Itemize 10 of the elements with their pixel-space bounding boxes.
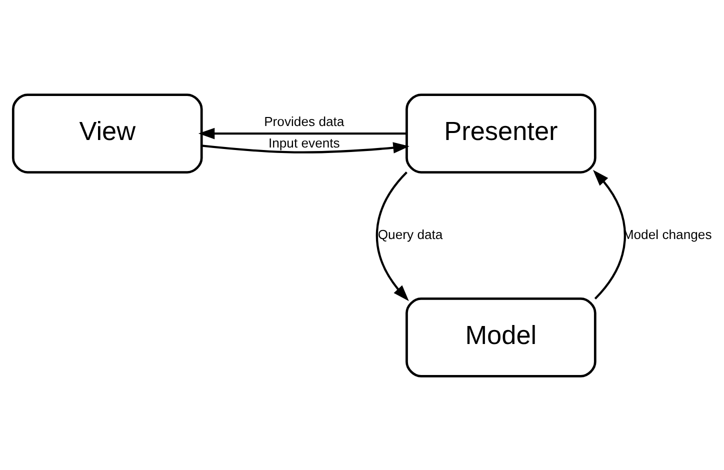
node-box: View	[12, 93, 203, 173]
node-box: Presenter	[406, 93, 596, 173]
arrow	[376, 171, 409, 301]
edge-label: Query data	[378, 226, 443, 242]
arrow	[592, 169, 626, 299]
node-box: Model	[406, 297, 596, 377]
arrow	[202, 142, 410, 153]
edge-label: Provides data	[264, 114, 344, 129]
edge-label: Input events	[268, 135, 340, 150]
arrow	[198, 127, 406, 139]
